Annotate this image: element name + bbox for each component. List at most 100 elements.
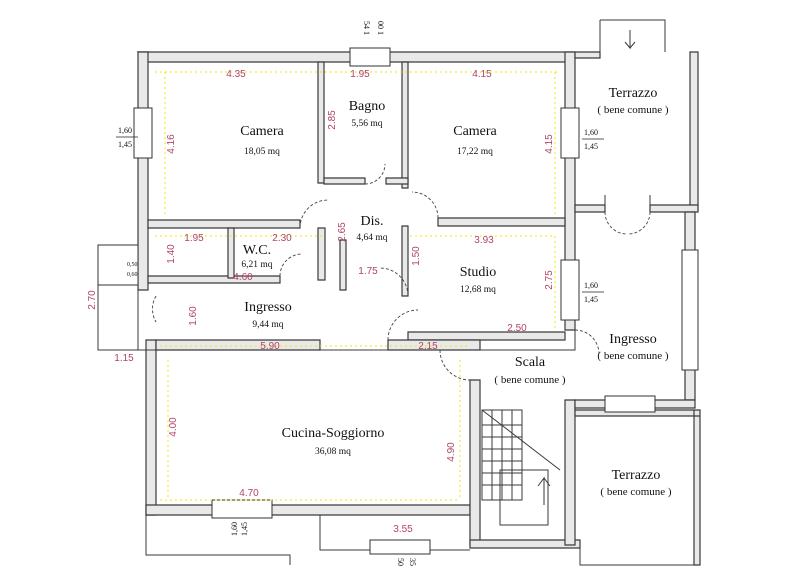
wall-camera2-bottom bbox=[437, 217, 566, 227]
stair-landing bbox=[499, 469, 549, 526]
dim-dis-height: 2.65 bbox=[337, 222, 348, 242]
room-note-ingresso-comune: ( bene comune ) bbox=[597, 350, 668, 362]
staircase bbox=[481, 409, 561, 526]
wall-scala-right bbox=[564, 399, 576, 546]
window-wc bbox=[97, 244, 139, 286]
room-area-dis: 4,64 mq bbox=[356, 233, 387, 243]
dim-ingresso-width: 5.90 bbox=[260, 341, 280, 352]
window-cucina-top: 1,60 bbox=[230, 522, 239, 536]
window-terrazzo2 bbox=[604, 395, 656, 413]
window-wc-bottom: 0,60 bbox=[127, 272, 138, 278]
window-studio-bottom: 1,45 bbox=[584, 295, 598, 304]
dim-wc-height: 1.40 bbox=[166, 244, 177, 264]
dim-scala-height: 4.90 bbox=[446, 442, 457, 462]
room-area-bagno: 5,56 mq bbox=[351, 119, 382, 129]
room-name-cucina: Cucina-Soggiorno bbox=[282, 426, 385, 441]
dim-studio-height-2: 2.75 bbox=[544, 270, 555, 290]
dim-ingresso-width-2: 2.15 bbox=[418, 341, 438, 352]
room-name-studio: Studio bbox=[460, 265, 497, 280]
outlines bbox=[97, 19, 700, 566]
entry-arrow-top bbox=[624, 30, 636, 50]
window-camera2-bottom: 1,45 bbox=[584, 142, 598, 151]
window-top-bagno bbox=[349, 47, 391, 67]
dim-line-cucina bbox=[160, 360, 461, 501]
room-area-camera1: 18,05 mq bbox=[244, 147, 280, 157]
wall-camera-bagno bbox=[317, 61, 325, 184]
window-camera2-top: 1,60 bbox=[584, 128, 598, 137]
dimension-lines bbox=[155, 71, 560, 501]
dim-wc-width-3: 4.60 bbox=[233, 272, 253, 283]
window-cucina bbox=[211, 499, 273, 519]
outer-wall-bottom bbox=[145, 504, 471, 516]
room-note-terrazzo1: ( bene comune ) bbox=[597, 104, 668, 116]
window-camera2 bbox=[560, 107, 580, 159]
dim-camera1-width: 4.35 bbox=[226, 69, 246, 80]
window-studio-top: 1,60 bbox=[584, 281, 598, 290]
dim-left-height: 2.70 bbox=[87, 290, 98, 310]
room-name-ingresso-comune: Ingresso bbox=[609, 332, 656, 347]
window-cucina-bottom: 1,45 bbox=[240, 522, 249, 536]
door-camera1 bbox=[299, 199, 329, 229]
windows bbox=[97, 47, 699, 555]
outline-terrazzo-top bbox=[599, 19, 666, 52]
window-labels: 1,60 1,45 1,60 1,45 1,60 1,45 0,50 0,60 … bbox=[116, 21, 604, 566]
room-name-terrazzo1: Terrazzo bbox=[609, 86, 658, 101]
doors bbox=[152, 163, 651, 381]
wall-cucina-scala bbox=[469, 379, 481, 546]
room-name-ingresso: Ingresso bbox=[244, 300, 291, 315]
room-name-dis: Dis. bbox=[361, 214, 384, 229]
dim-bagno-width: 1.95 bbox=[350, 69, 370, 80]
room-labels: Camera 18,05 mq Bagno 5,56 mq Camera 17,… bbox=[240, 86, 672, 498]
dim-ingresso-height: 1.60 bbox=[188, 306, 199, 326]
outer-wall-left-upper bbox=[137, 51, 149, 291]
stair-arrow bbox=[537, 476, 551, 505]
dim-cucina-width-2: 3.55 bbox=[393, 524, 413, 535]
room-area-ingresso: 9,44 mq bbox=[252, 320, 283, 330]
outline-bottom-left bbox=[145, 515, 291, 565]
wall-bagno-camera2 bbox=[401, 61, 409, 189]
outline-bottom-right bbox=[579, 548, 700, 566]
door-ingresso bbox=[387, 309, 419, 341]
dim-left-width: 1.15 bbox=[114, 353, 134, 364]
wall-wc-right bbox=[317, 227, 326, 281]
window-top-a: 54 1 bbox=[362, 21, 371, 35]
door-bagno bbox=[364, 163, 386, 185]
room-name-wc: W.C. bbox=[243, 243, 271, 258]
door-left bbox=[152, 295, 157, 323]
dim-line-studio bbox=[410, 235, 556, 330]
door-scala bbox=[439, 349, 471, 381]
wall-scala-bottom bbox=[469, 539, 581, 549]
dim-bagno-height: 2.85 bbox=[327, 110, 338, 130]
wall-studio-bottom bbox=[407, 331, 566, 341]
window-bottom-cucina bbox=[369, 539, 431, 555]
room-area-wc: 6,21 mq bbox=[241, 260, 272, 270]
dim-camera2-width: 4.15 bbox=[472, 69, 492, 80]
room-area-studio: 12,68 mq bbox=[460, 285, 496, 295]
room-name-scala: Scala bbox=[515, 355, 546, 370]
wall-bagno-bottom bbox=[323, 177, 366, 185]
wall-bagno-bottom2 bbox=[385, 177, 409, 185]
window-bottom-b: 35 bbox=[408, 558, 417, 566]
dim-studio-width-2: 2.50 bbox=[507, 323, 527, 334]
door-terrazzo1 bbox=[604, 211, 651, 235]
window-ingresso-comune bbox=[681, 249, 699, 371]
dimension-labels: 4.35 1.95 4.15 4.16 2.85 4.15 1.95 2.30 … bbox=[87, 69, 555, 535]
dim-studio-height-1: 1.50 bbox=[411, 246, 422, 266]
room-note-terrazzo2: ( bene comune ) bbox=[600, 486, 671, 498]
wall-ingresso-bottom bbox=[155, 339, 321, 351]
window-left-top: 1,60 bbox=[118, 126, 132, 135]
window-left-bottom: 1,45 bbox=[118, 140, 132, 149]
dim-wc-width-1: 1.95 bbox=[184, 233, 204, 244]
dim-camera2-height: 4.15 bbox=[544, 134, 555, 154]
outline-outer bbox=[137, 51, 576, 351]
door-studio bbox=[379, 267, 409, 297]
window-studio bbox=[560, 259, 580, 321]
window-left-camera bbox=[133, 107, 153, 159]
dim-dis-width: 1.75 bbox=[358, 266, 378, 277]
wall-studio-left bbox=[401, 225, 409, 297]
wall-dis-left bbox=[339, 239, 347, 291]
dim-camera1-height: 4.16 bbox=[166, 134, 177, 154]
stair-treads bbox=[482, 410, 522, 500]
dim-studio-width: 3.93 bbox=[474, 235, 494, 246]
